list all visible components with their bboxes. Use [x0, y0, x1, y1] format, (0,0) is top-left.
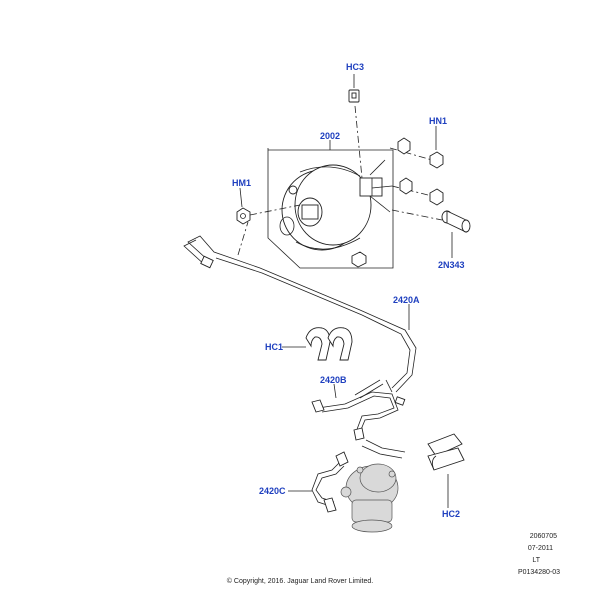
hm1-nut [236, 187, 251, 225]
centerlines [237, 105, 443, 256]
callout-hc2: HC2 [442, 509, 460, 519]
callout-2n343: 2N343 [438, 260, 465, 270]
callout-2002: 2002 [320, 131, 340, 141]
callout-hc1: HC1 [265, 342, 283, 352]
drawing-info: 2060705 07-2011 LT P0134280-03 [518, 533, 560, 576]
callout-hc3: HC3 [346, 62, 364, 72]
pipe-assembly-2420b [311, 379, 406, 441]
hc3-clip [348, 74, 360, 103]
booster-frame [267, 140, 394, 269]
callout-2420a: 2420A [393, 295, 420, 305]
nuts [397, 126, 444, 206]
revision: 07-2011 [528, 545, 553, 552]
hc2-clip [427, 433, 465, 508]
vacuum-pipe-2420a [183, 235, 417, 393]
callout-2420b: 2420B [320, 375, 347, 385]
brake-booster [279, 159, 393, 268]
vacuum-pump [340, 463, 399, 533]
callout-2420c: 2420C [259, 486, 286, 496]
date-code: 2060705 [530, 533, 557, 540]
part-reference: P0134280-03 [518, 569, 560, 576]
initials: LT [532, 557, 540, 564]
check-valve-2n343 [441, 210, 471, 258]
callout-labels: HC3 2002 HN1 HM1 2N343 2420A HC1 2420B 2… [232, 62, 465, 519]
callout-hm1: HM1 [232, 178, 251, 188]
pipe-2420c [288, 439, 406, 513]
hc1-clip [282, 327, 353, 361]
callout-hn1: HN1 [429, 116, 447, 126]
copyright-text: © Copyright, 2016. Jaguar Land Rover Lim… [227, 577, 373, 585]
